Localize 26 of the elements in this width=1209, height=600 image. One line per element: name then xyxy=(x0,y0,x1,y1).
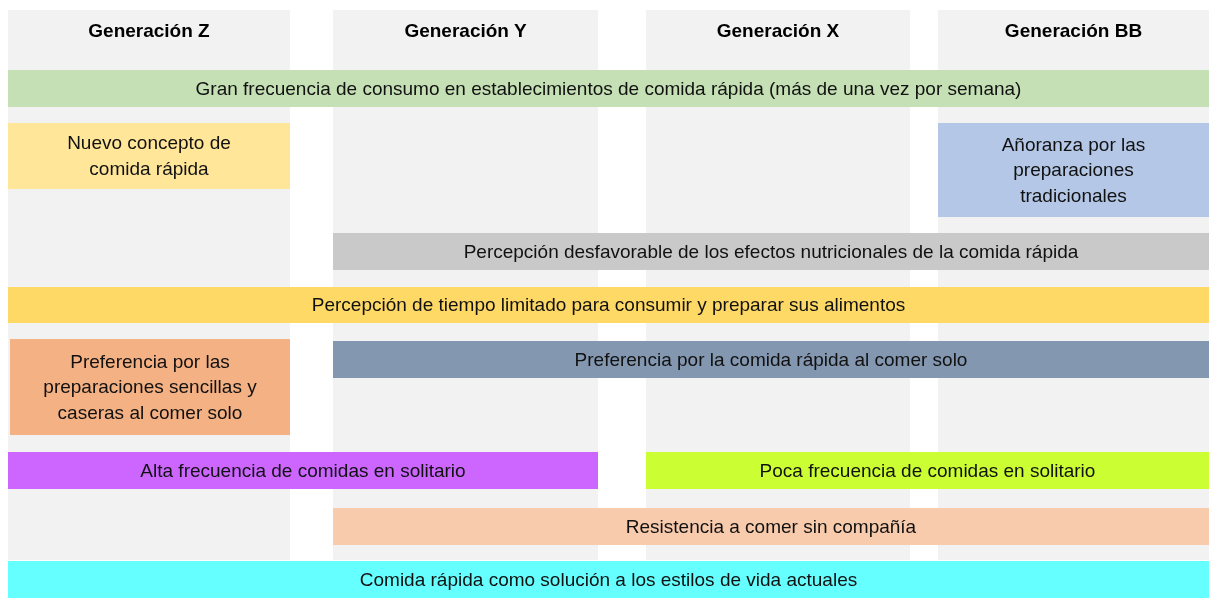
statement-text: Comida rápida como solución a los estilos de vida actuales xyxy=(359,567,858,592)
column-heading: Generación Z xyxy=(87,20,211,42)
column-heading: Generación BB xyxy=(1003,20,1144,42)
statement-text: Añoranza por las preparaciones tradicionales xyxy=(1000,132,1147,208)
statement-bar xyxy=(8,561,1209,598)
statement-text: Resistencia a comer sin compañía xyxy=(625,514,917,539)
statement-text: Percepción de tiempo limitado para consumir y preparar sus alimentos xyxy=(311,293,906,318)
column-heading: Generación X xyxy=(715,20,841,42)
statement-bar xyxy=(333,341,1209,378)
statement-bar xyxy=(938,123,1209,217)
column-heading: Generación Y xyxy=(403,20,528,42)
statement-bar xyxy=(333,233,1209,270)
statement-text: Preferencia por las preparaciones sencillas y caseras al comer solo xyxy=(42,349,258,425)
statement-bar xyxy=(646,452,1209,489)
statement-text: Gran frecuencia de consumo en establecimientos de comida rápida (más de una vez por semana) xyxy=(195,76,1022,101)
statement-bar xyxy=(8,123,290,189)
statement-bar xyxy=(8,70,1209,107)
statement-text: Percepción desfavorable de los efectos nutricionales de la comida rápida xyxy=(463,239,1079,264)
statement-text: Nuevo concepto de comida rápida xyxy=(66,131,232,181)
statement-text: Preferencia por la comida rápida al comer solo xyxy=(574,347,968,372)
statement-bar xyxy=(10,339,290,435)
statement-bar xyxy=(333,508,1209,545)
statement-text: Alta frecuencia de comidas en solitario xyxy=(140,458,466,483)
statement-bar xyxy=(8,287,1209,323)
statement-bar xyxy=(8,452,598,489)
statement-text: Poca frecuencia de comidas en solitario xyxy=(759,458,1096,483)
